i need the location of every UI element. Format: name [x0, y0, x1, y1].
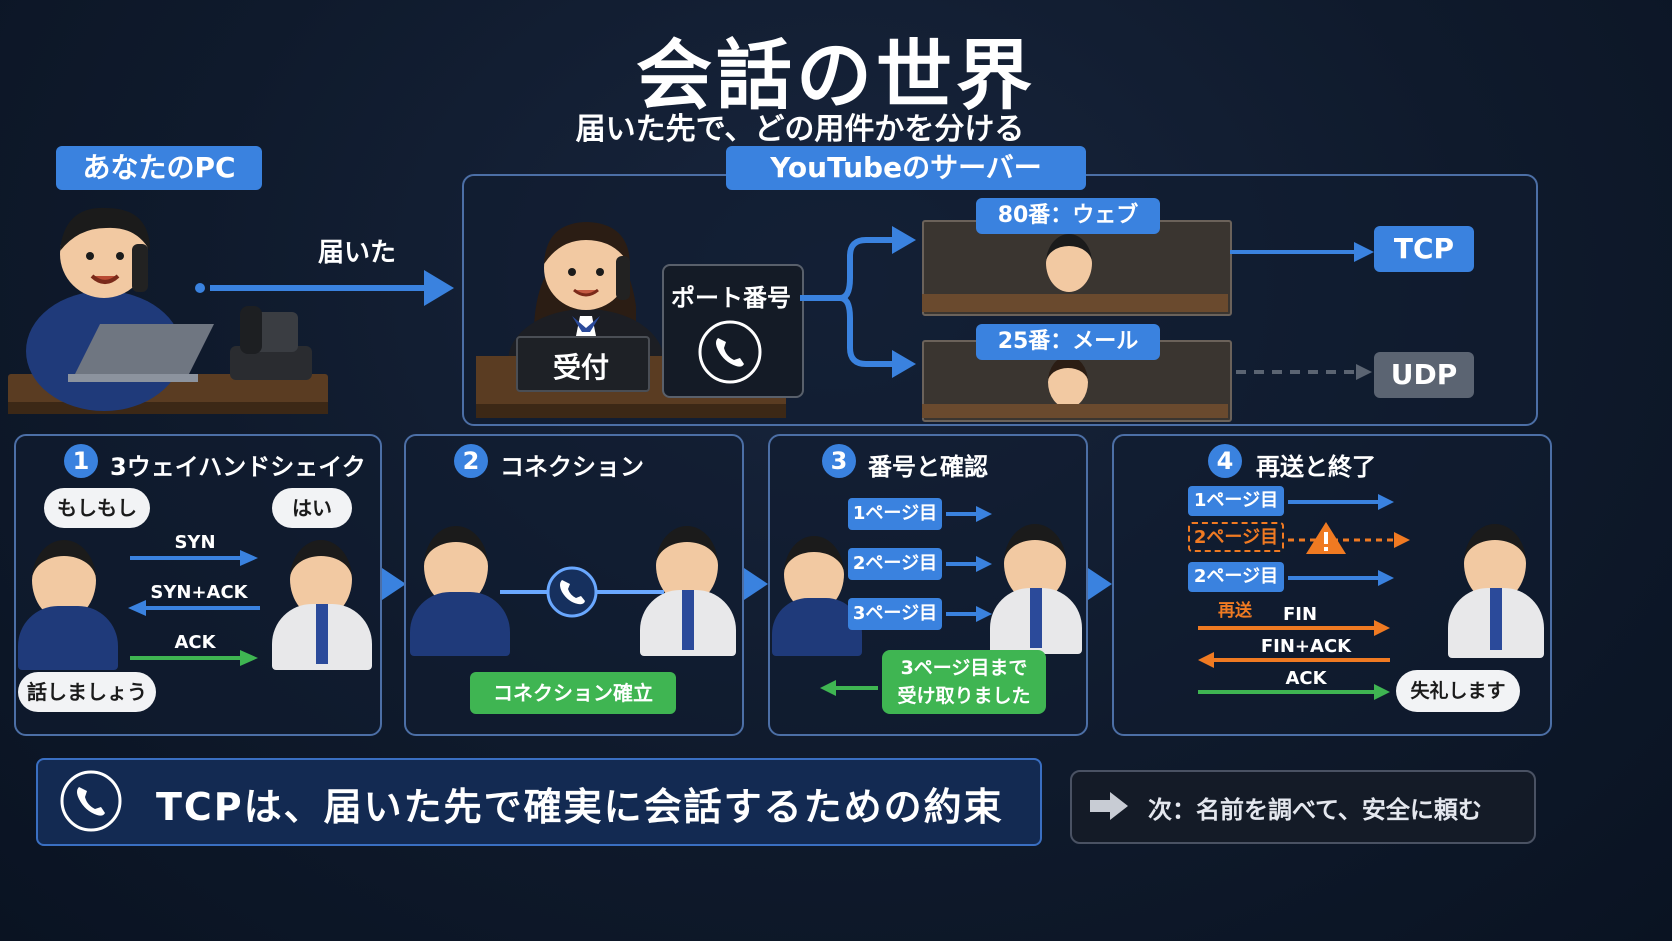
page-title: 会話の世界 [636, 31, 1036, 120]
step-arrow-2 [744, 568, 768, 600]
synack-label: SYN+ACK [150, 582, 248, 603]
step4-ack-arrow [1198, 684, 1390, 700]
step-arrow-1 [382, 568, 406, 600]
synack-arrow [128, 600, 260, 616]
tcp-badge: TCP [1374, 226, 1474, 272]
port-branch-arrows [800, 226, 916, 378]
syn-label: SYN [174, 532, 216, 553]
reception-label: 受付 [552, 351, 609, 384]
page-subtitle: 届いた先で、どの用件かを分ける [575, 112, 1025, 147]
udp-arrow [1236, 364, 1372, 380]
step1-number: 1 [64, 444, 98, 478]
step3-page-3: 3ページ目 [848, 598, 942, 630]
step3-server-figure [990, 524, 1082, 654]
port80-label: 80番：ウェブ [976, 198, 1160, 234]
mail-booth-counter [922, 404, 1228, 418]
footer-banner [36, 758, 1042, 846]
step4-page-arrows [1288, 494, 1410, 586]
step4-server-figure [1448, 524, 1544, 658]
step1-bubble-talk: 話しましょう [18, 672, 156, 712]
step4-number: 4 [1208, 444, 1242, 478]
connection-established-badge: コネクション確立 [470, 672, 676, 714]
step3-client-figure [772, 536, 862, 656]
server-label: YouTubeのサーバー [726, 146, 1086, 190]
arrived-label: 届いた [317, 238, 396, 268]
footer-phone-icon [60, 770, 122, 832]
next-topic-box[interactable] [1070, 770, 1536, 844]
ack-label: ACK [174, 632, 216, 653]
arrow-right-icon [1090, 792, 1128, 820]
step3-page-2: 2ページ目 [848, 548, 942, 580]
step2-number: 2 [454, 444, 488, 478]
step4-page-2-lost: 2ページ目 [1188, 522, 1284, 552]
step2-server-figure [640, 526, 736, 656]
next-topic-text[interactable]: 次：名前を調べて、安全に頼む [1148, 796, 1482, 824]
phone-icon [698, 320, 762, 384]
web-booth-clerk [1046, 234, 1092, 292]
step1-client-figure [18, 540, 118, 670]
step4-ack-label: ACK [1285, 668, 1327, 689]
finack-arrow [1198, 652, 1390, 668]
resend-label: 再送 [1218, 601, 1252, 621]
step3-page-arrows [946, 506, 992, 622]
step2-client-figure [410, 526, 510, 656]
mail-booth-clerk [1048, 356, 1088, 408]
step-arrow-3 [1088, 568, 1112, 600]
port-box [662, 264, 804, 398]
port-label: ポート番号 [671, 284, 791, 312]
finack-label: FIN+ACK [1260, 636, 1352, 657]
web-booth-counter [922, 294, 1228, 312]
syn-arrow [130, 550, 258, 566]
connection-line [500, 566, 664, 618]
step4-bubble-goodbye: 失礼します [1396, 670, 1520, 712]
step1-bubble-yes: はい [272, 488, 352, 528]
step4-title: 再送と終了 [1256, 453, 1376, 481]
step3-ack-arrow [820, 680, 878, 696]
arrived-arrow [195, 270, 454, 306]
user-at-pc-illustration [8, 207, 328, 414]
step1-title: 3ウェイハンドシェイク [110, 453, 366, 481]
step4-page-2-resent: 2ページ目 [1188, 562, 1284, 592]
footer-main-text: TCPは、届いた先で確実に会話するための約束 [156, 785, 1004, 829]
step2-title: コネクション [500, 453, 644, 481]
step3-number: 3 [822, 444, 856, 478]
step3-title: 番号と確認 [868, 453, 988, 481]
port25-label: 25番：メール [976, 324, 1160, 360]
fin-label: FIN [1282, 604, 1318, 625]
ack-arrow [130, 650, 258, 666]
udp-badge: UDP [1374, 352, 1474, 398]
reception-sign [516, 336, 650, 392]
step1-bubble-hello: もしもし [44, 488, 150, 528]
fin-arrow [1198, 620, 1390, 636]
step4-page-1: 1ページ目 [1188, 486, 1284, 516]
step3-ack-badge: 3ページ目まで 受け取りました [882, 650, 1046, 714]
your-pc-label: あなたのPC [56, 146, 262, 190]
tcp-arrow [1230, 242, 1374, 262]
step3-page-1: 1ページ目 [848, 498, 942, 530]
step1-server-figure [272, 540, 372, 670]
